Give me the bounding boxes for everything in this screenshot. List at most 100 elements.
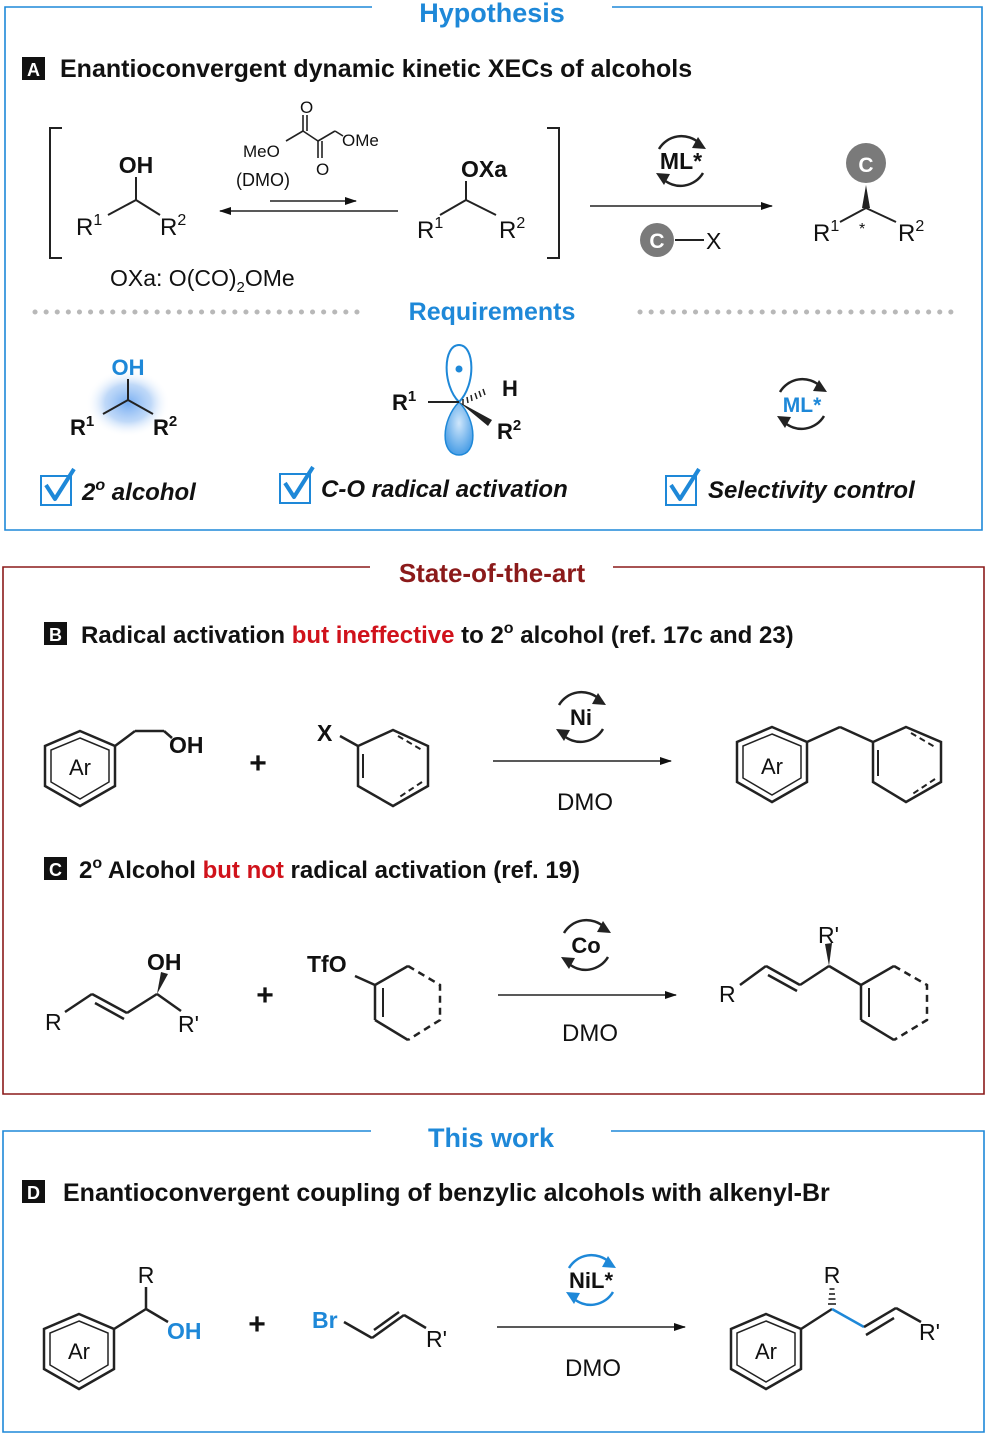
benzyl-ar-label: Ar bbox=[69, 755, 91, 780]
panel-a-badge bbox=[22, 57, 45, 80]
requirement-catalyst-cycle: ML* bbox=[775, 377, 829, 431]
product-r2: R2 bbox=[898, 218, 924, 247]
benzyl-alcohol-structure: Ar OH bbox=[43, 729, 204, 808]
vinyl-triflate-structure: TfO bbox=[307, 951, 442, 1042]
this-work-border bbox=[2, 1130, 985, 1433]
left-bracket bbox=[49, 127, 62, 259]
state-of-art-title: State-of-the-art bbox=[399, 558, 586, 588]
req-r2: R2 bbox=[153, 413, 177, 440]
catalyst-co-label: Co bbox=[571, 933, 600, 958]
allylated-product-c: R' R bbox=[719, 922, 929, 1042]
alcohol-r2: R2 bbox=[160, 212, 186, 241]
check-label-selectivity: Selectivity control bbox=[708, 477, 916, 504]
hypothesis-panel: Hypothesis A Enantioconvergent dynamic k… bbox=[4, 0, 983, 531]
alcohol-structure: OH R1 R2 bbox=[76, 152, 186, 241]
aryl-halide-structure: X bbox=[317, 720, 430, 808]
check-label-radical: C-O radical activation bbox=[321, 476, 568, 503]
checklist-item-alcohol: 2o alcohol bbox=[40, 467, 197, 506]
panel-c-letter: C bbox=[49, 860, 62, 880]
benzyl-oh-label: OH bbox=[169, 732, 204, 758]
product-r1: R1 bbox=[813, 218, 839, 247]
product-c-rp-label: R' bbox=[818, 922, 839, 948]
dmo-meo: MeO bbox=[243, 142, 280, 161]
checklist-item-radical: C-O radical activation bbox=[279, 465, 568, 504]
hypothesis-border bbox=[4, 6, 983, 531]
oxa-label: OXa bbox=[461, 156, 507, 182]
d-rp-label: R' bbox=[426, 1326, 447, 1352]
alkenyl-bromide-structure: Br R' bbox=[312, 1307, 447, 1352]
enantioenriched-product-d: Ar R R' bbox=[729, 1262, 940, 1391]
coupled-product: C * R1 R2 bbox=[813, 143, 924, 247]
checkmark-icon bbox=[283, 465, 315, 499]
dmo-ome: OMe bbox=[342, 131, 379, 150]
radical-r2: R2 bbox=[497, 417, 521, 444]
state-of-art-border bbox=[2, 566, 985, 1095]
panel-a-letter: A bbox=[27, 60, 40, 80]
radical-r1: R1 bbox=[392, 388, 416, 415]
leaving-group-x: X bbox=[706, 228, 721, 254]
benzylic-alcohol-structure: Ar R OH bbox=[42, 1262, 202, 1391]
radical-h: H bbox=[502, 376, 518, 401]
product-b-ar-label: Ar bbox=[761, 754, 783, 779]
c-badge-letter: C bbox=[649, 230, 664, 253]
catalyst-cycle-ni: Ni bbox=[554, 690, 608, 744]
reagent-c-dmo: DMO bbox=[562, 1020, 618, 1047]
requirement-secondary-alcohol: OH R1 R2 bbox=[70, 355, 177, 440]
reagent-d-dmo: DMO bbox=[565, 1355, 621, 1382]
this-work-title: This work bbox=[428, 1123, 555, 1153]
d-ar-label: Ar bbox=[68, 1339, 90, 1364]
aryl-x-label: X bbox=[317, 720, 333, 746]
panel-d-heading: Enantioconvergent coupling of benzylic a… bbox=[63, 1179, 830, 1207]
dmo-structure: O O MeO OMe (DMO) bbox=[236, 98, 379, 190]
catalyst-cycle-nil: NiL* bbox=[564, 1253, 618, 1307]
product-c-badge-icon bbox=[846, 143, 886, 183]
oxa-r1: R1 bbox=[417, 215, 443, 244]
d-prod-ar-label: Ar bbox=[755, 1339, 777, 1364]
electrophile-c-x: C X bbox=[640, 223, 721, 257]
triflate-tfo-label: TfO bbox=[307, 951, 347, 977]
alcohol-r1: R1 bbox=[76, 212, 102, 241]
dmo-o-bottom: O bbox=[316, 160, 329, 179]
diarylmethane-product: Ar bbox=[735, 725, 943, 804]
check-label-alcohol: 2o alcohol bbox=[81, 477, 197, 506]
requirement-radical-orbital: R1 H R2 bbox=[392, 343, 521, 456]
dmo-o-top: O bbox=[300, 98, 313, 117]
req-catalyst-label: ML* bbox=[783, 394, 822, 417]
d-r-label: R bbox=[138, 1262, 155, 1288]
catalyst-nil-label: NiL* bbox=[569, 1268, 613, 1293]
allyl-oh-label: OH bbox=[147, 949, 182, 975]
d-oh-label: OH bbox=[167, 1318, 202, 1344]
alcohol-oh: OH bbox=[119, 152, 154, 178]
catalyst-ml-label: ML* bbox=[660, 148, 702, 174]
hypothesis-title: Hypothesis bbox=[419, 0, 565, 28]
catalyst-ni-label: Ni bbox=[570, 705, 592, 730]
allyl-r-label: R bbox=[45, 1009, 62, 1035]
panel-d-letter: D bbox=[27, 1183, 40, 1203]
dmo-label: (DMO) bbox=[236, 170, 290, 190]
plus-sign-d: + bbox=[248, 1308, 266, 1341]
state-of-art-panel: State-of-the-art B Radical activation bu… bbox=[2, 558, 985, 1095]
checklist-item-selectivity: Selectivity control bbox=[665, 467, 916, 506]
req-r1: R1 bbox=[70, 413, 94, 440]
stereocenter-star: * bbox=[859, 221, 865, 238]
this-work-panel: This work D Enantioconvergent coupling o… bbox=[2, 1123, 985, 1433]
right-bracket bbox=[547, 127, 560, 259]
oxa-r2: R2 bbox=[499, 215, 525, 244]
catalyst-cycle-co: Co bbox=[559, 918, 613, 972]
product-c-letter: C bbox=[858, 154, 873, 177]
product-c-r-label: R bbox=[719, 981, 736, 1007]
d-br-label: Br bbox=[312, 1307, 338, 1333]
catalyst-cycle-ml: ML* bbox=[654, 134, 708, 188]
allyl-rp-label: R' bbox=[178, 1011, 199, 1037]
panel-c-badge bbox=[44, 857, 67, 880]
requirements-title: Requirements bbox=[409, 298, 576, 326]
d-prod-r-label: R bbox=[824, 1262, 841, 1288]
panel-d-badge bbox=[22, 1180, 45, 1203]
req-oh-label: OH bbox=[112, 355, 145, 380]
plus-sign-b: + bbox=[249, 747, 267, 780]
allylic-alcohol-structure: R OH R' bbox=[45, 949, 199, 1037]
panel-c-heading: 2o Alcohol but not radical activation (r… bbox=[79, 855, 580, 884]
checkmark-icon bbox=[669, 467, 701, 501]
panel-b-badge bbox=[44, 622, 67, 645]
d-prod-rp-label: R' bbox=[919, 1319, 940, 1345]
